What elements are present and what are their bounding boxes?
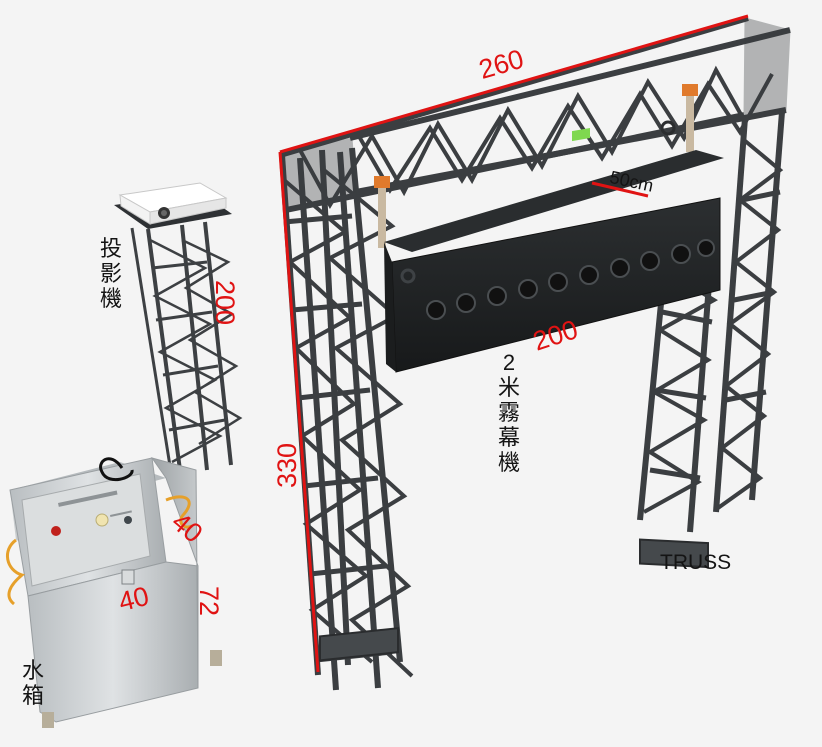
tank-wheel-left [42, 712, 54, 728]
truss-left-base [319, 627, 399, 662]
fog-machine-side [384, 242, 396, 372]
truss-top-beam [279, 15, 791, 213]
projector-stand [114, 182, 243, 471]
tank-power-cable [99, 457, 134, 482]
projector [118, 182, 228, 225]
fog-machine-label-char: 幕 [498, 425, 521, 450]
water-tank [6, 457, 222, 728]
fog-machine [384, 127, 724, 373]
truss-left-leg [279, 147, 414, 691]
tank-body-side [150, 457, 199, 689]
water-tank-label-char: 水 [22, 658, 45, 683]
projector-label-char: 機 [100, 286, 123, 311]
projector-height-label: 200 [210, 280, 240, 326]
tank-power-button [51, 526, 61, 536]
fog-offset-dimension-line [591, 181, 649, 198]
tank-hose-right [165, 495, 193, 529]
fog-machine-label-char: 霧 [498, 400, 521, 425]
projector-label: 投 影 機 [100, 238, 122, 310]
fog-machine-label-char: 機 [498, 450, 521, 475]
fog-machine-display [572, 127, 590, 142]
fog-machine-label-char: 米 [498, 375, 521, 400]
water-tank-label-char: 箱 [22, 683, 45, 708]
projector-truss-lattice [149, 238, 243, 464]
fog-nozzles [426, 239, 715, 320]
tank-height-label: 72 [194, 586, 224, 617]
tank-indicator-light [95, 513, 109, 527]
tank-wheel-right [210, 650, 222, 666]
projector-label-char: 影 [100, 261, 123, 286]
hanging-brackets [374, 84, 698, 248]
projector-truss-tower [130, 221, 243, 471]
tank-hose-left [6, 538, 26, 606]
truss-height-label: 330 [272, 442, 302, 488]
tank-width-label: 40 [115, 580, 152, 618]
truss-height-dimension-line [278, 151, 320, 673]
truss-right-leg [637, 111, 785, 569]
tank-switch [124, 516, 132, 524]
fog-machine-label: 2 米 霧 幕 機 [498, 352, 520, 474]
fog-machine-label-char: 2 [502, 350, 516, 375]
truss-label: TRUSS [660, 551, 732, 574]
truss-gantry [278, 14, 791, 691]
truss-width-dimension-line [279, 14, 749, 154]
truss-right-base [639, 538, 709, 569]
fog-machine-top [384, 150, 724, 252]
tank-control-panel [21, 473, 151, 587]
projector-label-char: 投 [100, 236, 123, 261]
water-tank-label: 水 箱 [22, 660, 44, 707]
tank-clasp [121, 569, 135, 585]
